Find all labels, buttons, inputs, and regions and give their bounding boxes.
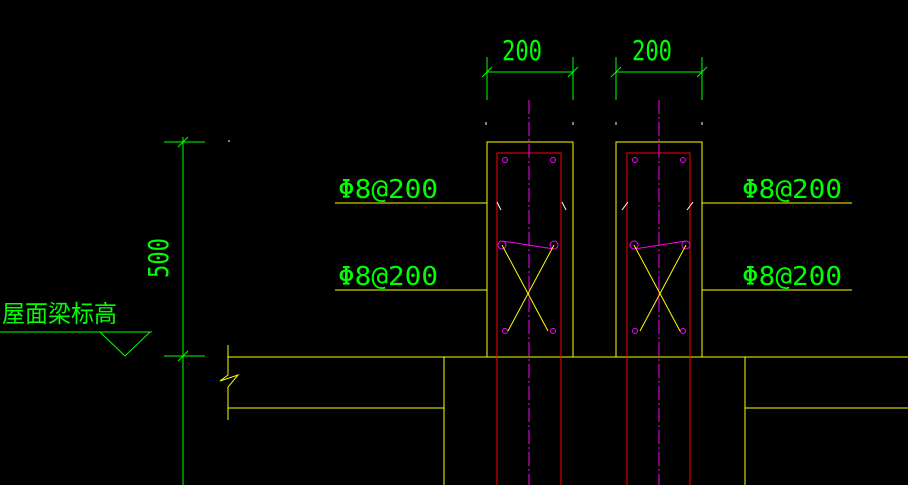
bar-dot — [550, 328, 556, 334]
diagonal-bar — [501, 244, 549, 332]
dim-left-width-label: 200 — [502, 34, 542, 67]
rebar-label-right-bottom: Φ8@200 — [742, 262, 842, 292]
dim-tick — [177, 350, 189, 362]
grid-ticks — [228, 122, 703, 211]
longitudinal-bars — [497, 157, 691, 334]
bar-dot — [502, 157, 508, 163]
dim-tick — [610, 66, 622, 78]
elevation-triangle — [99, 331, 151, 357]
rebar-label-left-bottom: Φ8@200 — [338, 262, 438, 292]
tick-mark — [621, 201, 629, 211]
diagonal-bar — [633, 244, 681, 332]
dim-tick — [177, 136, 189, 148]
tick-mark — [496, 201, 502, 211]
rebar-label-right-top: Φ8@200 — [742, 175, 842, 205]
roof-beam-elevation-label: 屋面梁标高 — [2, 300, 117, 328]
centerlines — [528, 100, 660, 485]
left-upstand-outline — [486, 141, 574, 357]
rebar-label-left-top: Φ8@200 — [338, 175, 438, 205]
dim-height-label: 500 — [142, 238, 175, 278]
bar-dot — [680, 328, 686, 334]
diagonal-bar — [507, 244, 555, 332]
tick-mark — [686, 201, 694, 211]
bar-dot — [680, 157, 686, 163]
bar-dot — [632, 328, 638, 334]
tie-bar-left — [501, 240, 555, 250]
dim-tick — [696, 66, 708, 78]
tie-bar-right — [633, 240, 687, 250]
leader-lines — [335, 202, 852, 291]
dim-right-width-label: 200 — [632, 34, 672, 67]
tick-mark — [561, 201, 567, 211]
diagonal-bars — [501, 244, 687, 332]
dimension-lines — [0, 57, 708, 485]
break-line-symbol — [219, 345, 240, 420]
bar-dot — [550, 157, 556, 163]
dim-tick — [567, 66, 579, 78]
right-upstand-outline — [615, 141, 703, 357]
bar-dot — [502, 328, 508, 334]
dim-tick — [481, 66, 493, 78]
bar-dot — [632, 157, 638, 163]
diagonal-bar — [639, 244, 687, 332]
